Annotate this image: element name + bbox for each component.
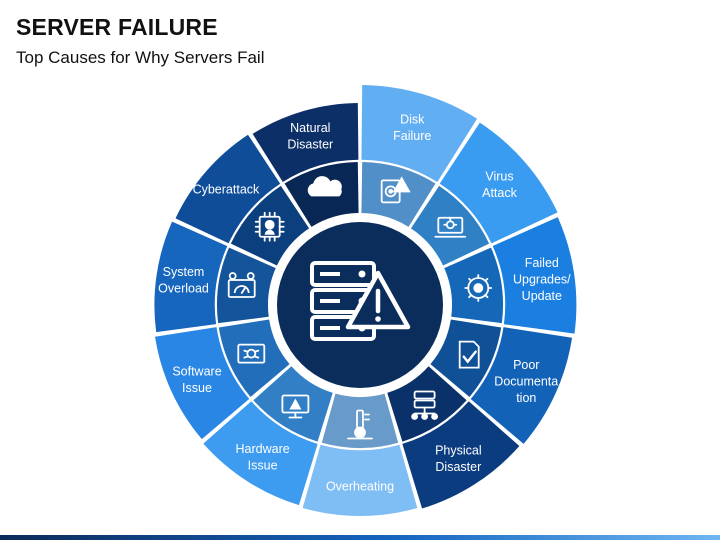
segment-label-software-issue: Software	[172, 365, 221, 379]
segment-label-physical-disaster: Disaster	[435, 460, 481, 474]
segment-band-poor-documentation	[470, 327, 573, 444]
segment-icon-band-virus-attack	[410, 185, 490, 266]
segment-label-physical-disaster: Physical	[435, 443, 482, 457]
segment-label-system-overload: Overload	[158, 281, 209, 295]
segment-band-overheating	[302, 444, 418, 516]
segment-label-overheating: Overheating	[326, 480, 394, 494]
server-warning-icon	[310, 261, 411, 341]
segment-label-poor-documentation: Documenta	[494, 374, 558, 388]
hacker-chip-icon	[254, 211, 285, 242]
segment-label-failed-upgrades: Update	[522, 289, 562, 303]
segment-icon-band-physical-disaster	[387, 366, 467, 442]
laptop-virus-icon	[434, 216, 467, 238]
bottom-accent-bar	[0, 535, 720, 540]
segment-icon-band-disk-failure	[361, 162, 436, 227]
segment-label-failed-upgrades: Failed	[525, 256, 559, 270]
segment-label-cyberattack: Cyberattack	[193, 182, 260, 196]
segment-band-natural-disaster	[252, 103, 359, 183]
segment-band-hardware-issue	[203, 401, 318, 506]
segment-label-natural-disaster: Natural	[290, 121, 330, 135]
segment-band-failed-upgrades	[492, 217, 577, 334]
segment-label-system-overload: System	[163, 265, 205, 279]
segment-cyberattack[interactable]: Cyberattack	[175, 134, 310, 266]
page-title: SERVER FAILURE	[16, 14, 218, 40]
page-subtitle: Top Causes for Why Servers Fail	[16, 48, 265, 67]
segment-label-hardware-issue: Issue	[248, 458, 278, 472]
document-check-icon	[458, 340, 480, 369]
segment-label-disk-failure: Failure	[393, 129, 431, 143]
segment-label-natural-disaster: Disaster	[287, 137, 333, 151]
segment-band-cyberattack	[175, 134, 281, 244]
server-network-icon	[411, 390, 439, 420]
cloud-icon	[307, 176, 342, 197]
segment-label-disk-failure: Disk	[400, 112, 425, 126]
segment-band-system-overload	[154, 221, 228, 333]
segment-label-failed-upgrades: Upgrades/	[513, 272, 571, 286]
segment-label-virus-attack: Attack	[482, 186, 517, 200]
segment-label-virus-attack: Virus	[485, 169, 513, 183]
segment-label-hardware-issue: Hardware	[236, 442, 290, 456]
screen-bug-icon	[237, 343, 266, 364]
segment-label-poor-documentation: Poor	[513, 358, 539, 372]
monitor-warning-icon	[281, 394, 310, 419]
overload-gauge-icon	[227, 272, 256, 298]
segment-label-poor-documentation: tion	[516, 391, 536, 405]
segment-band-physical-disaster	[402, 401, 520, 509]
segment-icon-band-software-issue	[218, 319, 290, 397]
segment-label-software-issue: Issue	[182, 381, 212, 395]
segment-icon-band-system-overload	[217, 247, 276, 324]
hard-drive-warning-icon	[380, 176, 411, 204]
update-gear-icon	[464, 274, 493, 302]
segment-icon-band-failed-upgrades	[444, 247, 504, 324]
segment-overheating[interactable]: Overheating	[302, 393, 418, 516]
thermometer-icon	[347, 409, 373, 440]
segment-band-virus-attack	[439, 122, 558, 244]
segment-icon-band-overheating	[321, 393, 399, 448]
segment-band-disk-failure	[361, 85, 478, 183]
segment-band-software-issue	[155, 327, 250, 440]
